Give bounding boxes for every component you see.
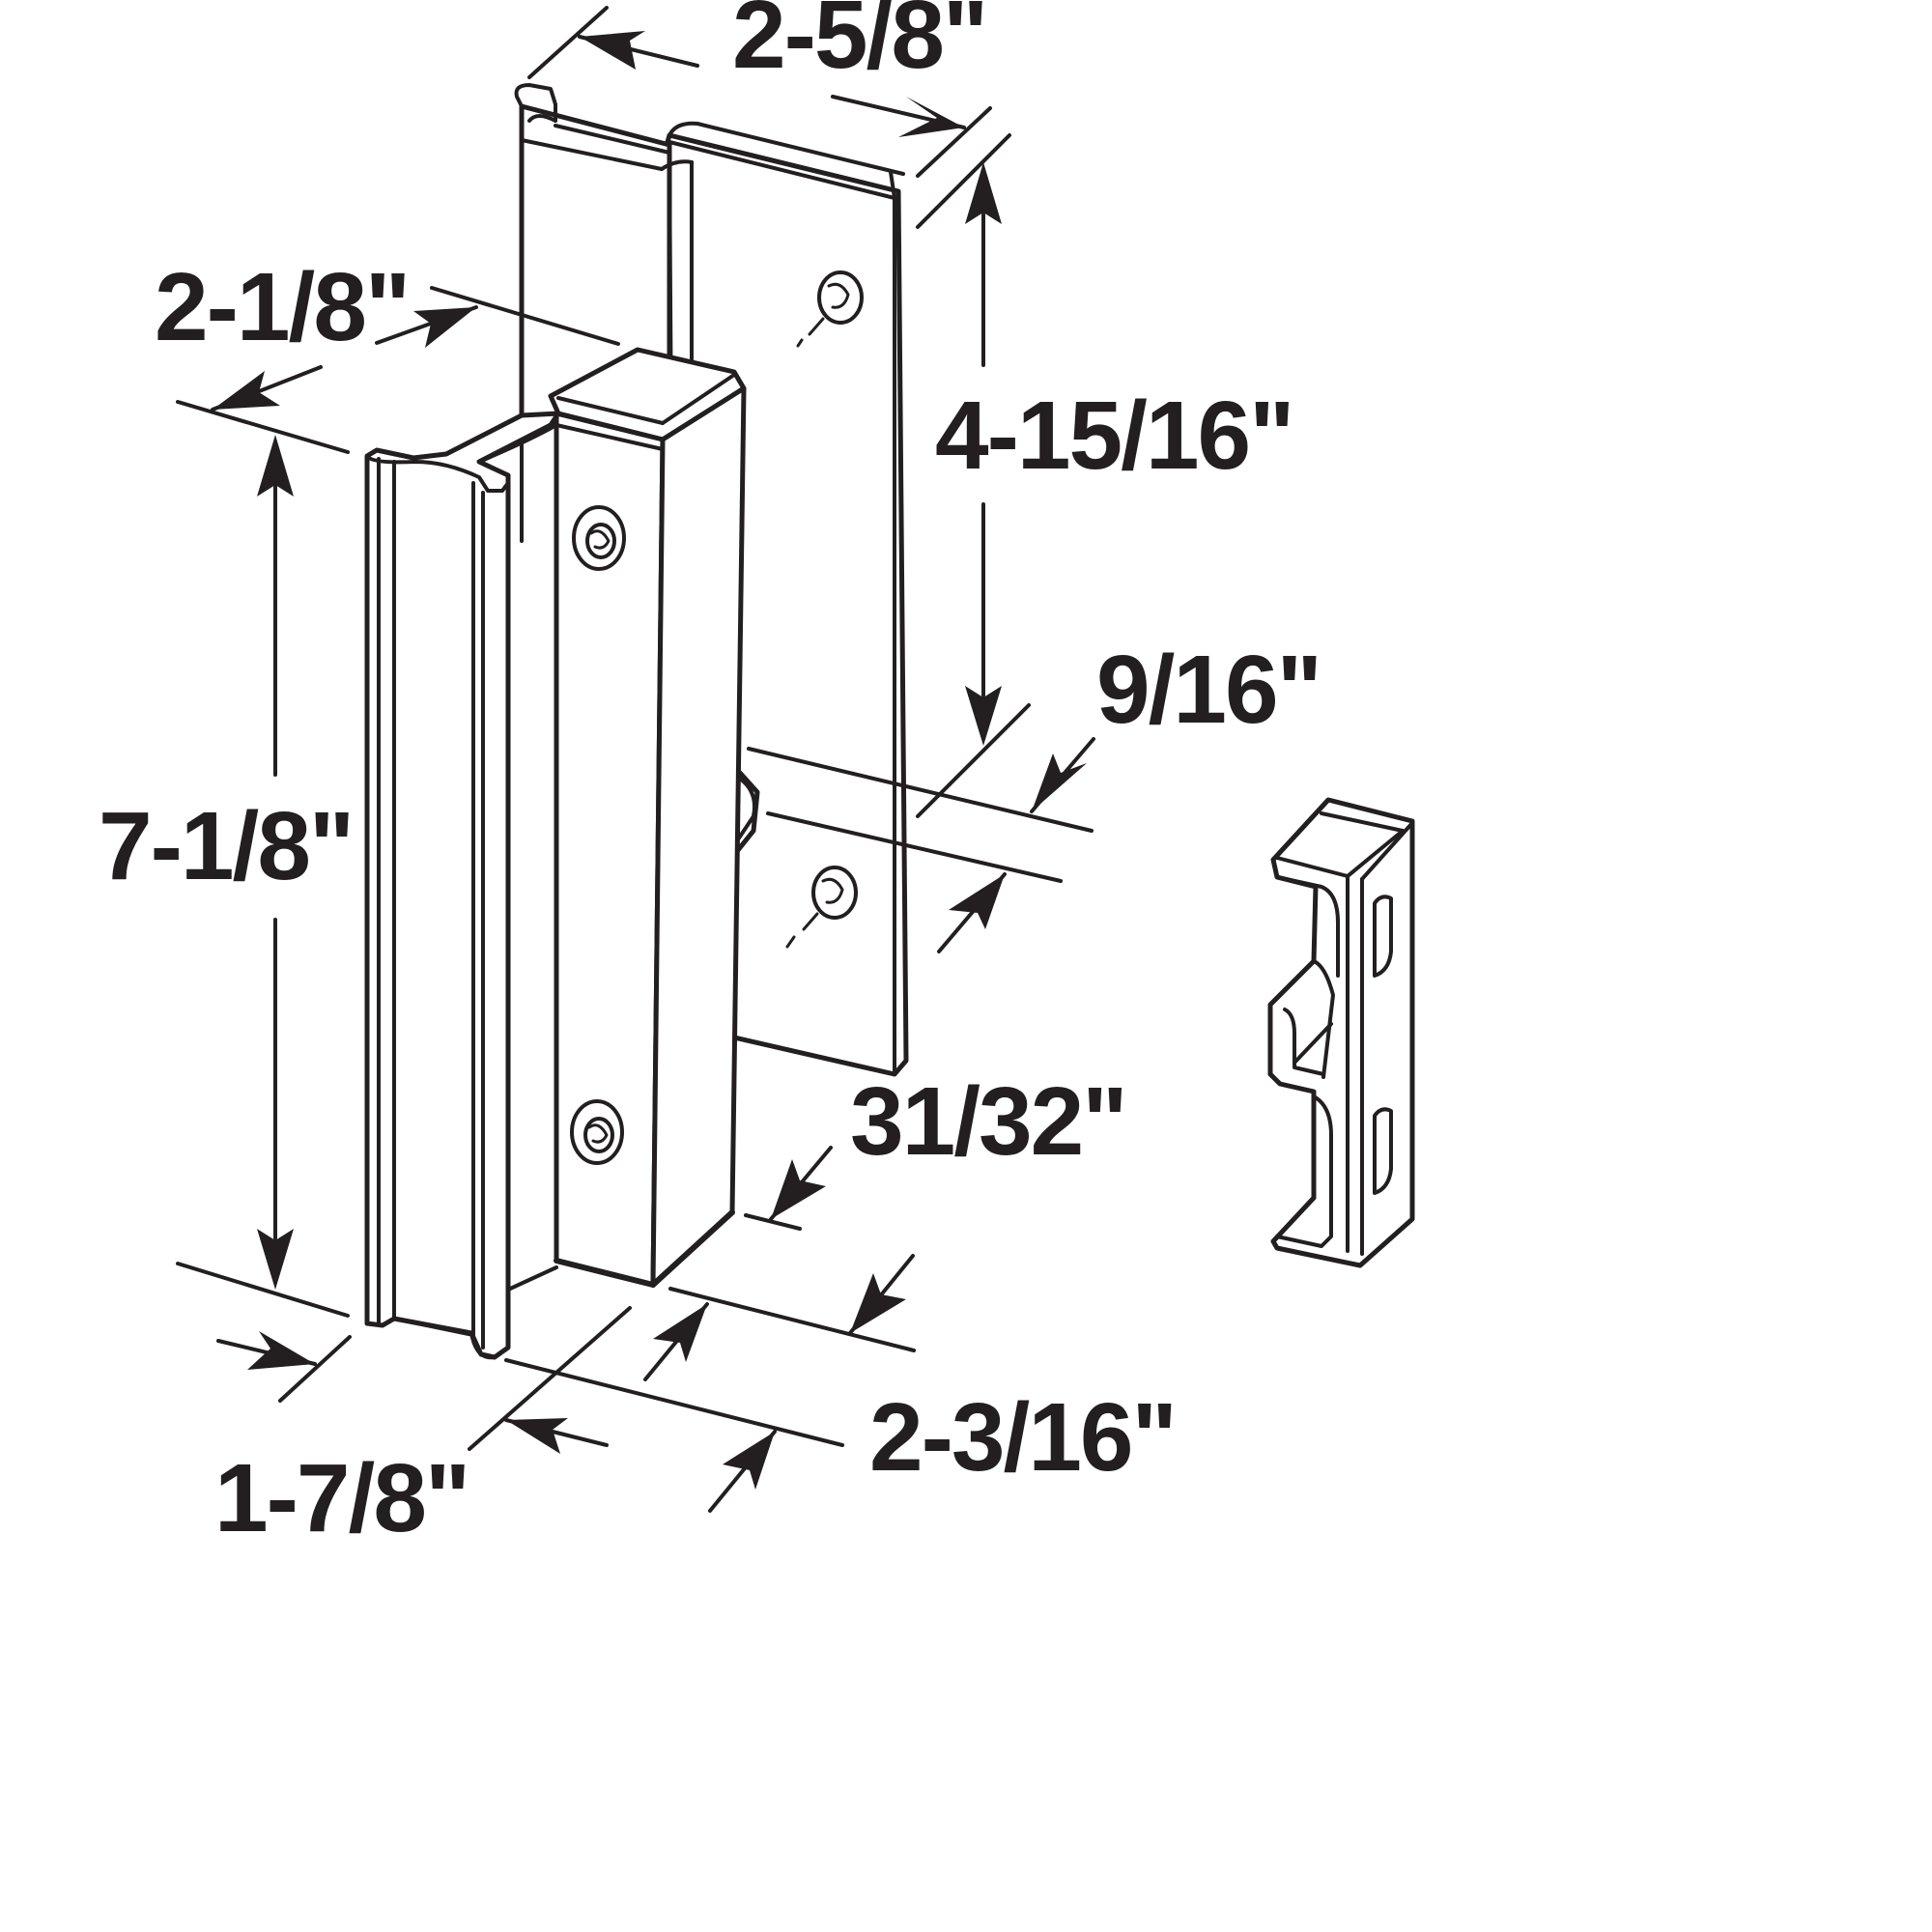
screw-icon (572, 505, 626, 571)
screw-icon (570, 1099, 624, 1165)
dimension-lines (176, 6, 1095, 1513)
dimension-label-handle-depth: 2-1/8" (155, 253, 409, 361)
pull-handle (364, 411, 561, 1360)
dimension-label-screw-spacing: 4-15/16" (935, 382, 1293, 490)
keeper-strike (1267, 797, 1415, 1268)
screw-icon (796, 270, 864, 348)
lock-housing (548, 347, 747, 1288)
screw-icon (785, 866, 858, 949)
dimension-label-top-width: 2-5/8" (732, 0, 986, 89)
dimension-label-handle-width: 1-7/8" (214, 1444, 469, 1552)
dimension-label-handle-length: 7-1/8" (99, 792, 353, 900)
dimension-label-body-thickness: 31/32" (850, 1067, 1126, 1176)
dimension-label-latch-offset: 9/16" (1096, 636, 1321, 744)
dimension-label-body-width: 2-3/16" (869, 1383, 1176, 1492)
